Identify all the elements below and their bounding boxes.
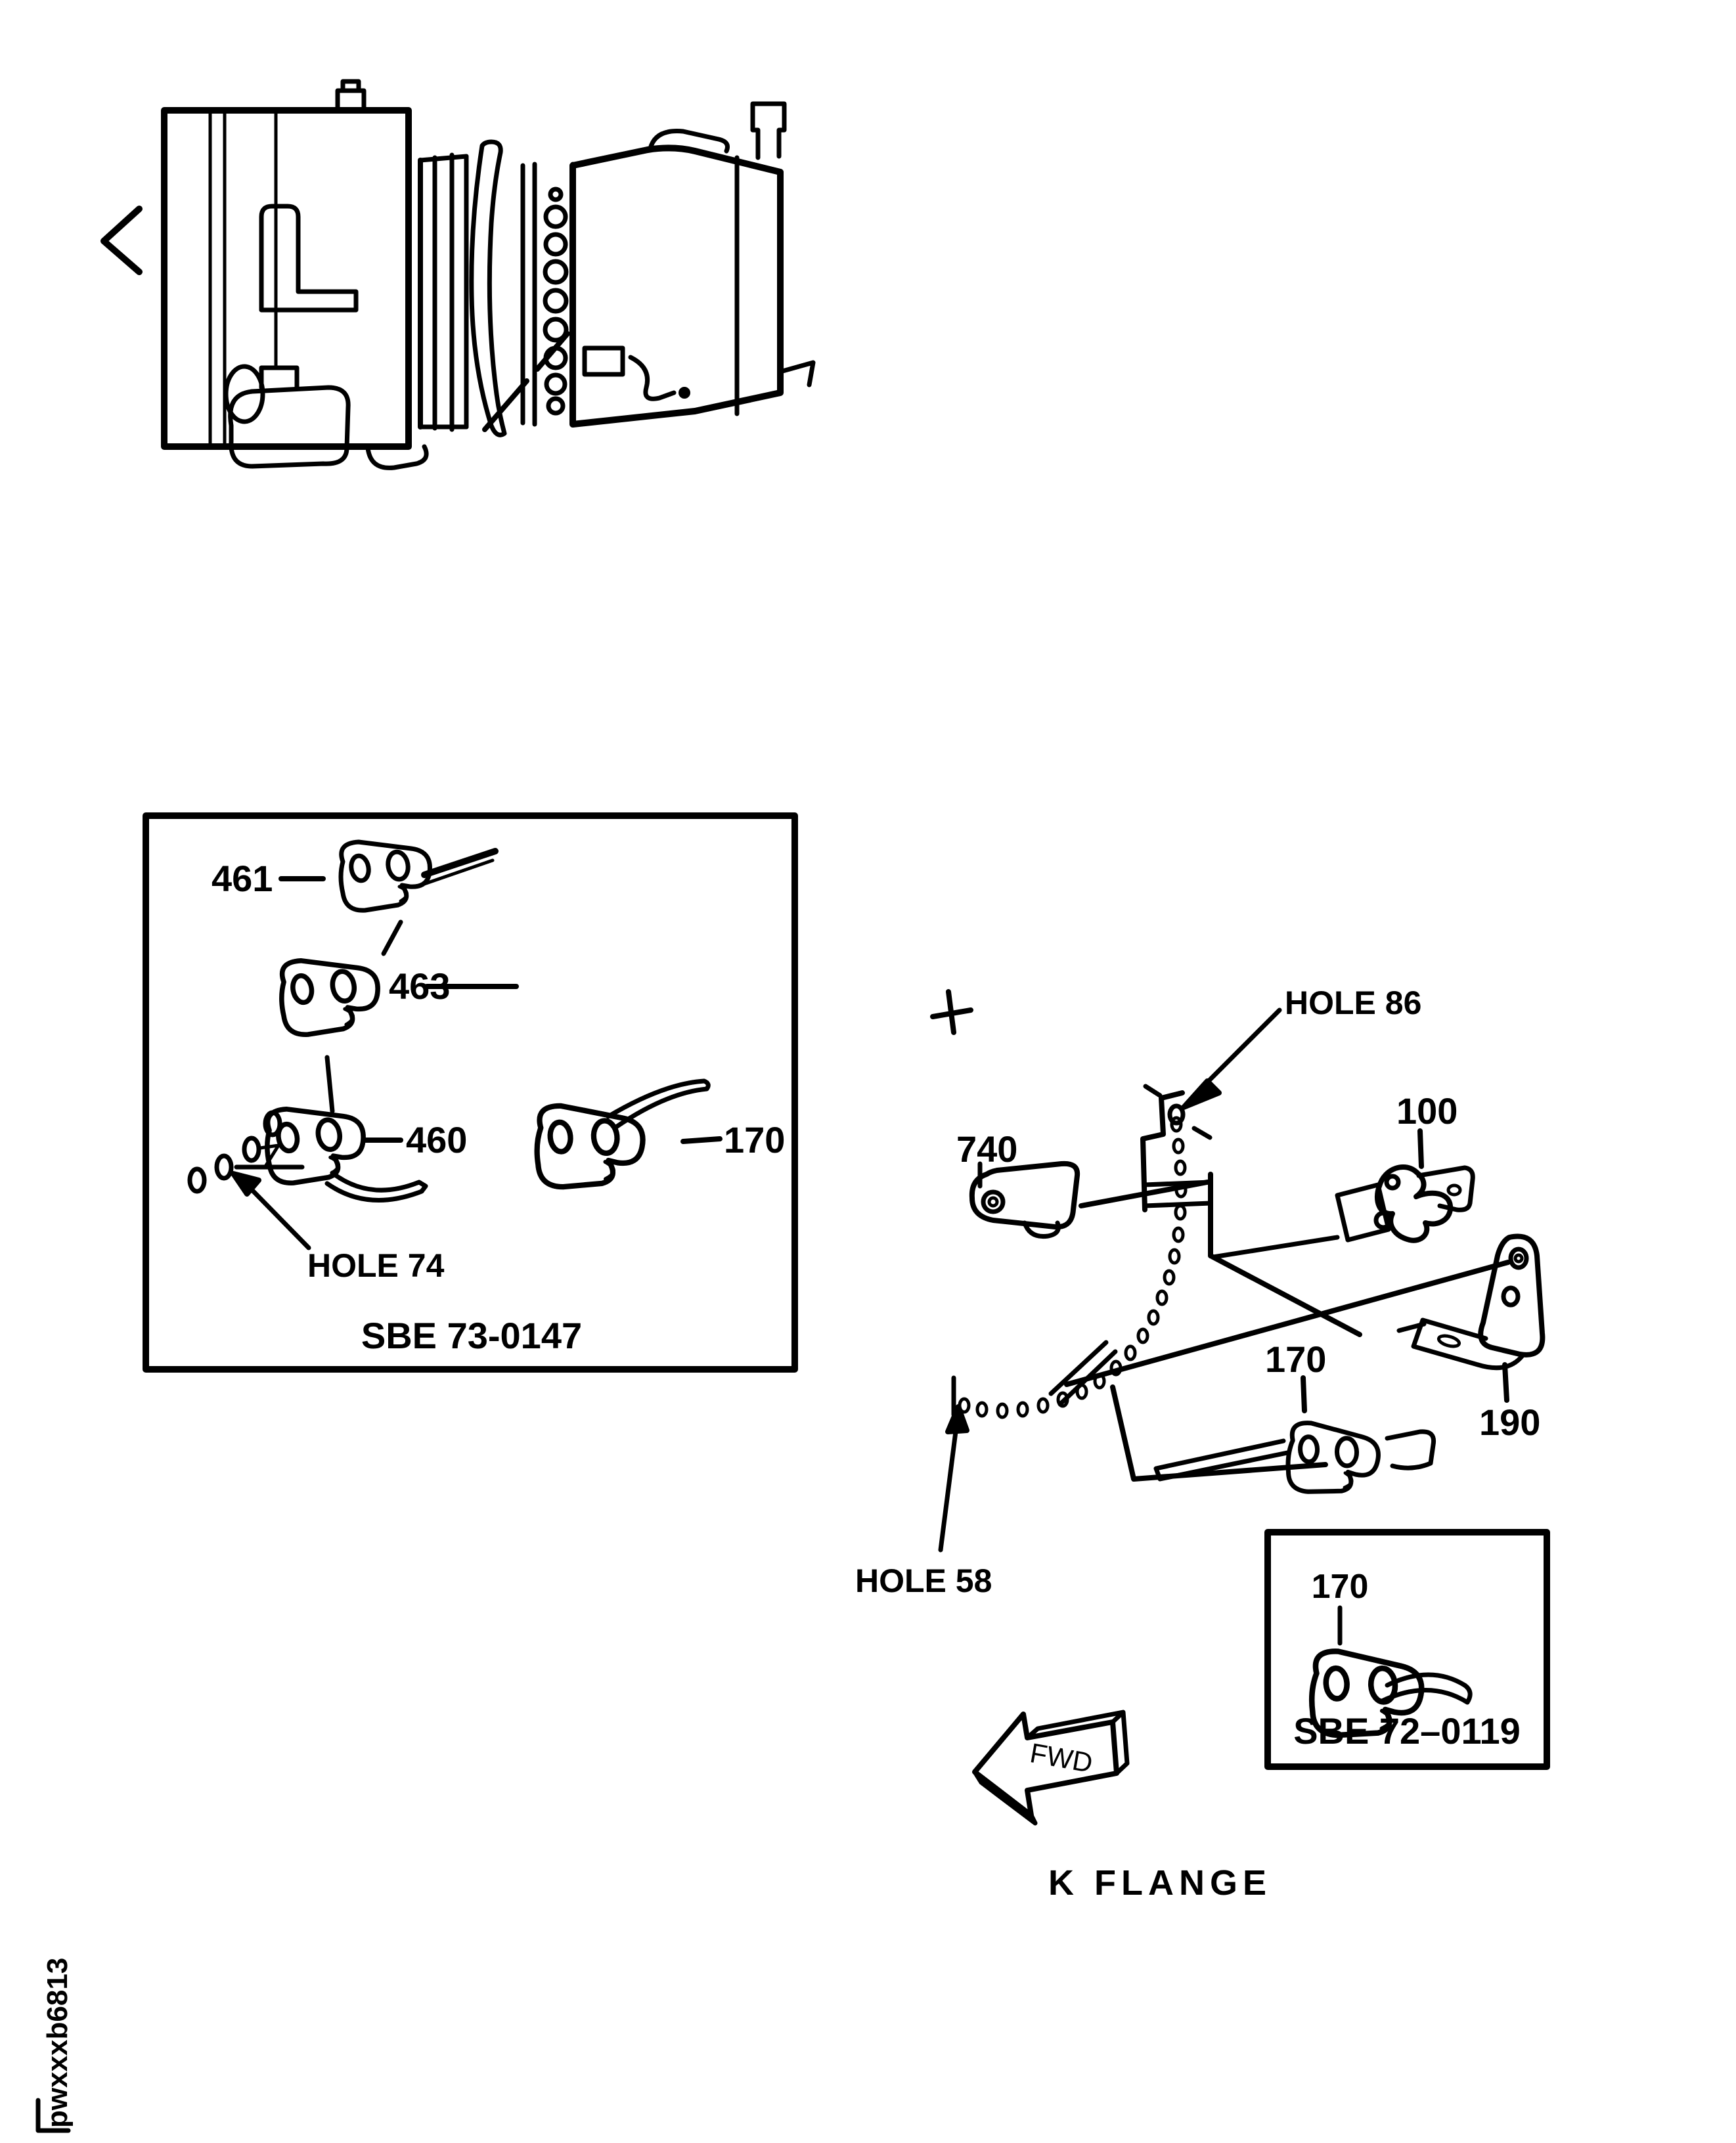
hole-86-callout: HOLE 86 [1285, 984, 1422, 1021]
part-label-740: 740 [956, 1128, 1018, 1170]
bracket-170-right-drawing [1153, 1375, 1436, 1501]
fwd-arrow-icon [972, 1710, 1130, 1826]
figure-code: pwxxxb6813 [41, 1957, 74, 2128]
k-flange-caption: K FLANGE [1048, 1863, 1272, 1903]
hole-74-arrow [231, 1171, 311, 1250]
part-label-461: 461 [211, 858, 273, 899]
bracket-463-drawing [282, 961, 519, 1034]
link-463-460 [324, 1055, 335, 1114]
hole-74-marks [187, 1110, 305, 1194]
hole-58-callout: HOLE 58 [855, 1562, 992, 1599]
bracket-190-drawing [1411, 1233, 1546, 1403]
part-label-190: 190 [1479, 1402, 1541, 1443]
hole-58-arrow [938, 1404, 969, 1553]
inset-left-caption: SBE 73-0147 [361, 1315, 583, 1356]
bracket-740-drawing [969, 1160, 1210, 1239]
inset-right-box [1264, 1529, 1550, 1770]
part-label-170-right: 170 [1265, 1338, 1327, 1380]
hole-74-callout: HOLE 74 [307, 1247, 445, 1284]
hole-86-marks [1143, 1084, 1213, 1140]
part-label-170-inset: 170 [1311, 1568, 1369, 1606]
rivet-hole-row [951, 1116, 1188, 1419]
bracket-170-left-drawing [535, 1078, 723, 1192]
part-label-100: 100 [1396, 1090, 1458, 1132]
bracket-460-drawing [267, 1109, 428, 1203]
inset-left-box [143, 812, 798, 1373]
bracket-170-inset-drawing [1308, 1649, 1473, 1744]
corner-bracket-mark [35, 2098, 71, 2133]
bracket-100-drawing [1335, 1128, 1475, 1243]
attachment-location-dashed-leader [482, 331, 570, 432]
hole-86-arrow [1181, 1007, 1282, 1110]
part-label-460: 460 [406, 1119, 468, 1160]
part-label-463: 463 [389, 965, 451, 1007]
inset-right-caption: SBE 72–0119 [1293, 1710, 1521, 1752]
link-461-463 [381, 919, 403, 956]
k-flange-outline [930, 989, 1511, 1482]
part-label-170-left: 170 [724, 1119, 786, 1160]
engine-illustration [100, 79, 816, 470]
bracket-461-drawing [278, 842, 499, 910]
position-cross-mark [930, 989, 973, 1035]
